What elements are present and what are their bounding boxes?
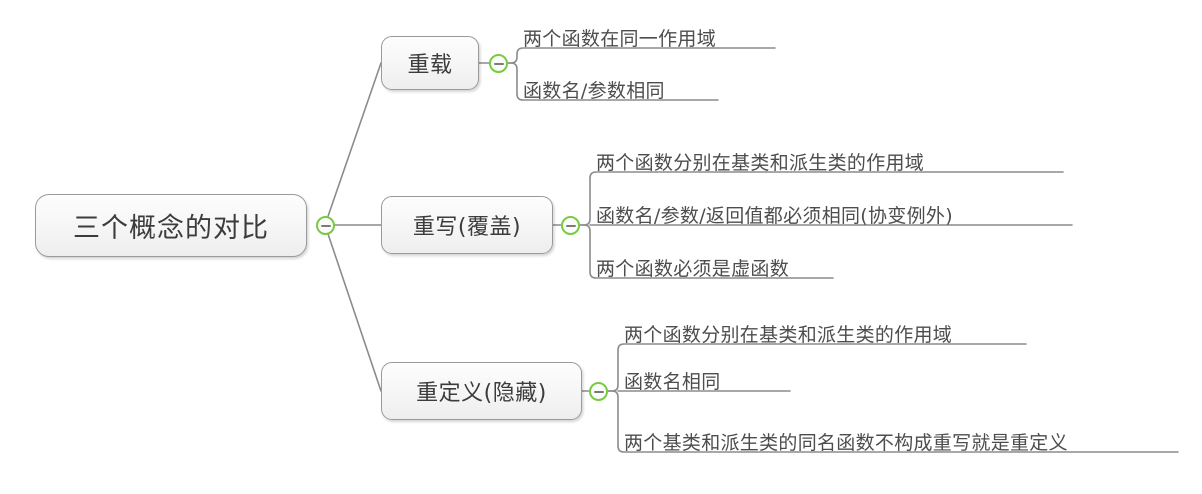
root-node-label: 三个概念的对比 [73,213,269,244]
leaf-label[interactable]: 两个函数必须是虚函数 [596,258,790,280]
leaf-label[interactable]: 函数名/参数相同 [523,80,665,102]
branch-2-collapse-toggle[interactable] [561,216,580,235]
branch-node-1-label: 重载 [407,53,453,78]
leaf-label[interactable]: 函数名相同 [624,371,721,393]
branch-node-2-label: 重写(覆盖) [412,215,522,240]
leaf-label[interactable]: 两个基类和派生类的同名函数不构成重写就是重定义 [624,432,1068,454]
branch-node-3-label: 重定义(隐藏) [416,381,547,406]
branch-node-3[interactable]: 重定义(隐藏) [381,362,582,420]
branch-1-collapse-toggle[interactable] [489,54,508,73]
edge-root-to-branch-3 [324,224,382,392]
branch-3-collapse-toggle[interactable] [589,382,608,401]
leaf-label[interactable]: 两个函数分别在基类和派生类的作用域 [596,152,925,174]
edge-root-to-branch-1 [324,62,382,226]
edge-branch-1-leaf-1 [507,47,776,64]
leaf-label[interactable]: 两个函数在同一作用域 [523,28,717,50]
root-collapse-toggle[interactable] [316,216,335,235]
leaf-label[interactable]: 函数名/参数/返回值都必须相同(协变例外) [596,205,953,227]
leaf-label[interactable]: 两个函数分别在基类和派生类的作用域 [624,324,953,346]
branch-node-2[interactable]: 重写(覆盖) [381,196,553,254]
root-node[interactable]: 三个概念的对比 [35,194,307,257]
branch-node-1[interactable]: 重载 [381,36,479,90]
